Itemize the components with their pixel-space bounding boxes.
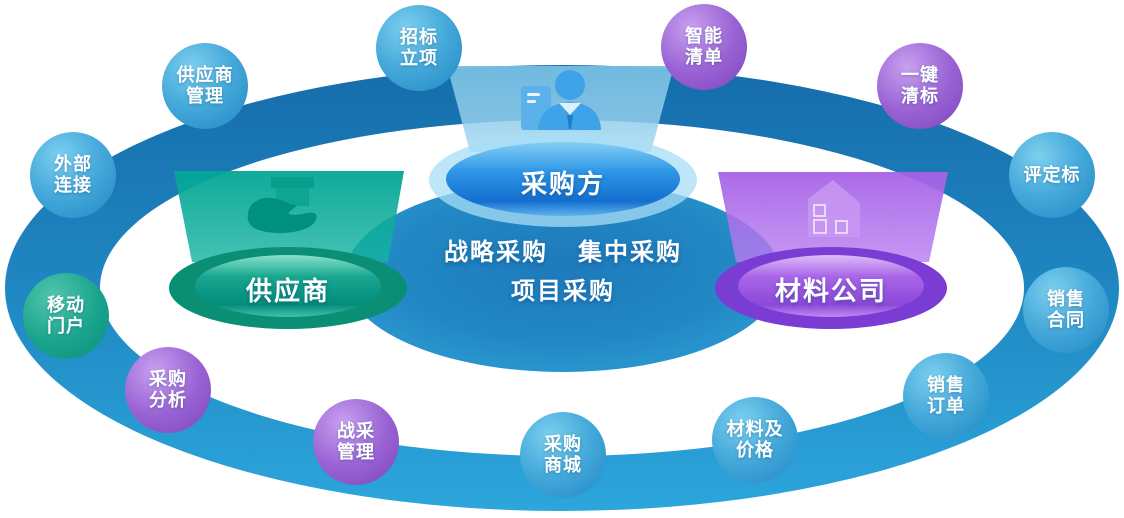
badge-label: 移动 门户 <box>47 295 85 336</box>
badge-label: 供应商 管理 <box>176 65 234 106</box>
badge-smart-list: 智能 清单 <box>661 4 747 90</box>
badge-label: 销售 合同 <box>1047 289 1085 330</box>
badge-procurement-analysis: 采购 分析 <box>125 347 211 433</box>
badge-sales-contract: 销售 合同 <box>1023 267 1109 353</box>
supplier-node-label: 供应商 <box>245 276 330 306</box>
factory-house-icon <box>808 180 860 237</box>
badge-label: 采购 分析 <box>149 369 187 410</box>
material-company-node-label: 材料公司 <box>774 276 887 306</box>
centralized-procurement-text: 集中采购 <box>578 239 682 266</box>
project-procurement-text: 项目采购 <box>511 278 615 305</box>
badge-materials-and-prices: 材料及 价格 <box>712 397 798 483</box>
procurement-modes-text: 战略采购 集中采购 项目采购 <box>343 233 783 311</box>
purchaser-node-label: 采购方 <box>520 169 605 199</box>
badge-label: 外部 连接 <box>54 154 92 195</box>
badge-label: 评定标 <box>1023 164 1081 185</box>
badge-label: 销售 订单 <box>927 375 965 416</box>
badge-label: 智能 清单 <box>685 26 723 67</box>
badge-label: 采购 商城 <box>544 434 582 475</box>
badge-strategic-procurement-management: 战采 管理 <box>313 399 399 485</box>
badge-bid-initiation: 招标 立项 <box>376 5 462 91</box>
material-company-ellipse <box>738 255 924 317</box>
badge-label: 材料及 价格 <box>726 419 784 460</box>
purchaser-ellipse <box>446 142 680 216</box>
badge-label: 一键 清标 <box>901 65 939 106</box>
badge-label: 招标 立项 <box>400 27 438 68</box>
badge-external-connection: 外部 连接 <box>30 132 116 218</box>
center-platform-ellipse <box>345 180 781 372</box>
badge-sales-order: 销售 订单 <box>903 353 989 439</box>
supplier-ellipse <box>195 255 381 317</box>
badge-supplier-management: 供应商 管理 <box>162 43 248 129</box>
procurement-modes-line1: 战略采购 集中采购 <box>343 233 783 272</box>
businessman-icon <box>521 70 601 130</box>
strategic-procurement-text: 战略采购 <box>444 239 548 266</box>
hand-holding-box-icon <box>247 177 317 234</box>
badge-mobile-portal: 移动 门户 <box>23 273 109 359</box>
badge-label: 战采 管理 <box>337 421 375 462</box>
badge-procurement-mall: 采购 商城 <box>520 412 606 498</box>
badge-bid-evaluation: 评定标 <box>1009 132 1095 218</box>
badge-one-click-bid-clearing: 一键 清标 <box>877 43 963 129</box>
